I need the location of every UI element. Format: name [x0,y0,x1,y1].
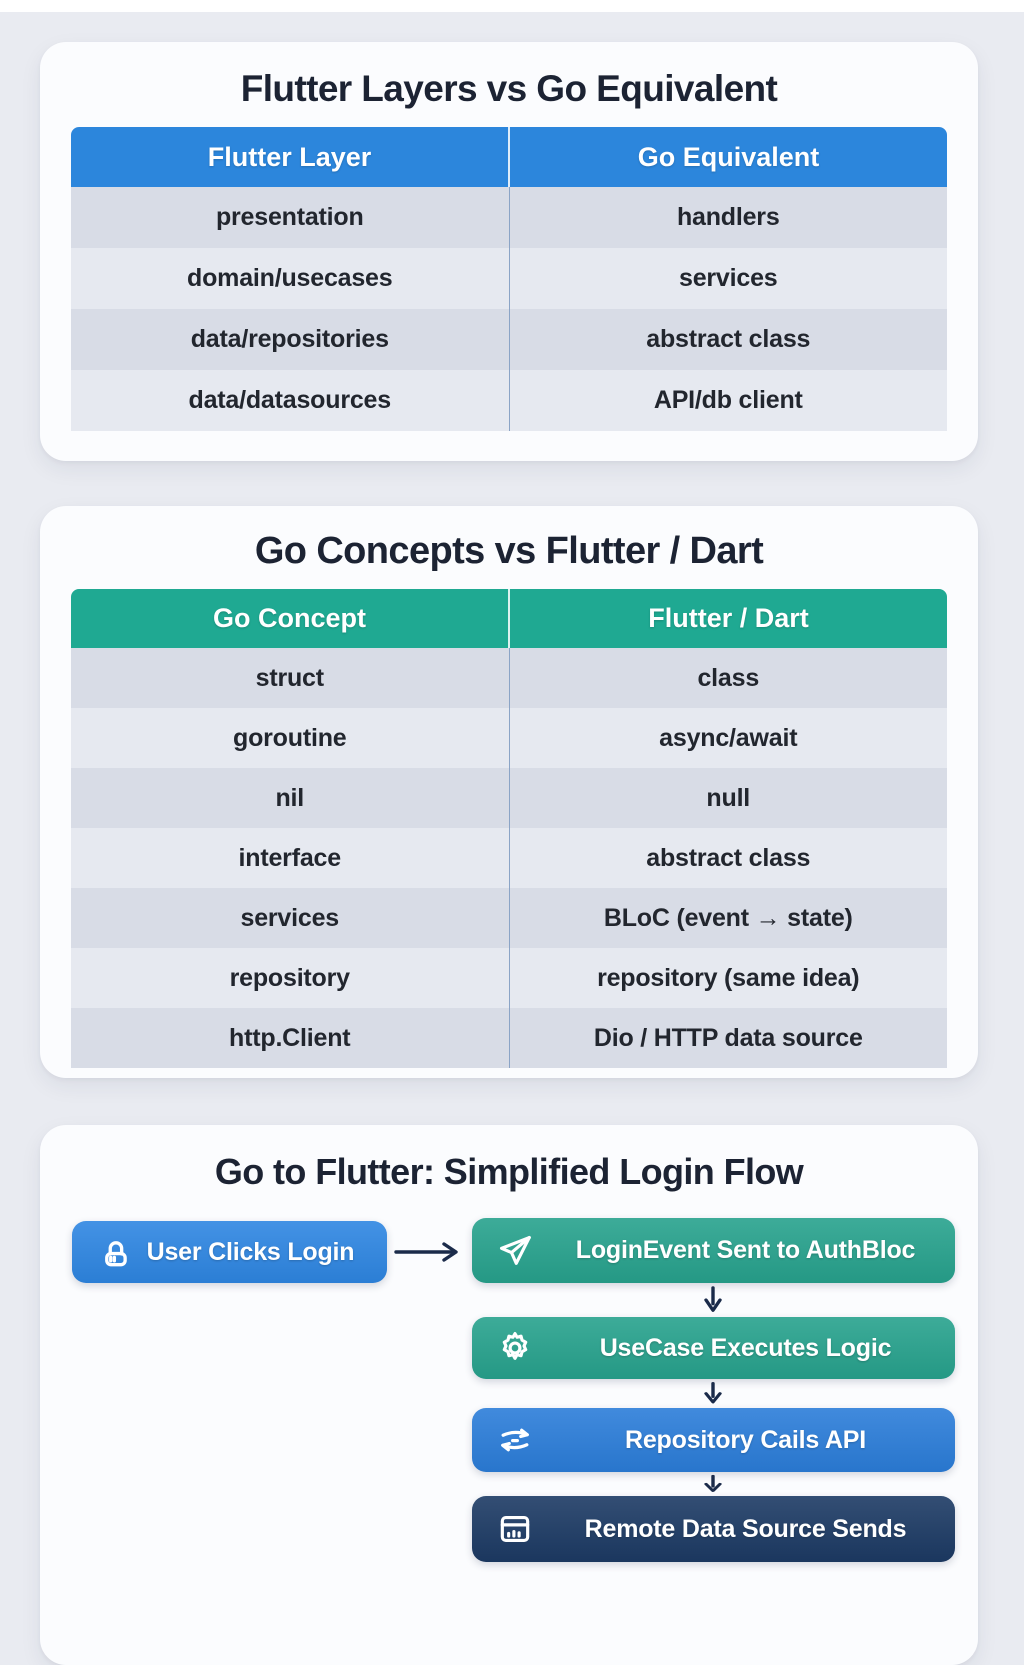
comparison-table: Go Concept Flutter / Dart struct class gorou… [71,589,947,1068]
flow-step-4: Remote Data Source Sends [472,1496,955,1562]
top-white-strip [0,0,1024,12]
card-title: Go to Flutter: Simplified Login Flow [214,1151,804,1192]
flow-arrow-down [704,1474,722,1492]
gear-icon [496,1329,534,1367]
flow-step-label: User Clicks Login [146,1237,355,1266]
table-cell: goroutine [71,708,510,768]
table-header-cell: Flutter / Dart [648,603,809,633]
table-row: data/datasources API/db client [71,370,947,431]
flow-arrow-right [394,1242,458,1262]
table-cell: async/await [659,723,798,752]
table-row: http.Client Dio / HTTP data source [71,1008,947,1068]
table-cell: data/repositories [71,309,510,370]
table-header-row: Flutter Layer Go Equivalent [71,127,947,187]
table-header-cell: Go Equivalent [637,141,820,172]
table-cell: class [697,663,760,692]
table-cell: services [71,888,510,948]
flow-step-label: UseCase Executes Logic [599,1333,892,1362]
table-cell: services [679,264,778,292]
flow-step-1: LoginEvent Sent to AuthBloc [472,1218,955,1283]
user-click-icon [96,1233,134,1271]
flow-step-start: User Clicks Login [72,1221,387,1283]
table-header-cell: Go Concept [71,589,510,648]
flow-arrow-down [704,1286,722,1312]
table-header-row: Go Concept Flutter / Dart [71,589,947,648]
table-card-flutter-layers: Flutter Layers vs Go Equivalent Flutter … [40,42,978,461]
table-cell: data/datasources [71,370,510,431]
table-cell: abstract class [646,843,811,872]
table-row: interface abstract class [71,828,947,888]
table-cell: handlers [676,203,780,231]
card-title: Go Concepts vs Flutter / Dart [254,530,764,572]
table-cell: BLoC (event → state) [603,903,853,932]
flow-card-login-flow: Go to Flutter: Simplified Login Flow Use… [40,1125,978,1665]
table-cell: presentation [71,187,510,248]
table-row: presentation handlers [71,187,947,248]
table-cell: nil [71,768,510,828]
table-cell: Dio / HTTP data source [593,1023,863,1052]
card-title: Flutter Layers vs Go Equivalent [240,68,778,109]
table-row: repository repository (same idea) [71,948,947,1008]
flow-step-2: UseCase Executes Logic [472,1317,955,1379]
table-row: struct class [71,648,947,708]
paper-plane-icon [496,1232,534,1270]
table-header-cell: Flutter Layer [71,127,510,187]
flow-step-label: Remote Data Source Sends [584,1514,907,1543]
browser-window-icon [496,1510,534,1548]
table-cell: struct [71,648,510,708]
comparison-table: Flutter Layer Go Equivalent presentation ha… [71,127,947,431]
table-cell: interface [71,828,510,888]
flow-step-label: Repository Cails API [625,1425,866,1454]
table-cell: API/db client [653,386,803,414]
table-cell: repository (same idea) [597,963,860,992]
table-cell: abstract class [646,325,811,353]
flow-step-label: LoginEvent Sent to AuthBloc [575,1236,916,1264]
login-flow-diagram: User Clicks Login LoginEvent Sent to Auth… [40,1125,978,1665]
table-card-go-concepts: Go Concepts vs Flutter / Dart Go Concept… [40,506,978,1078]
table-row: services BLoC (event → state) [71,888,947,948]
flow-arrow-down [704,1382,722,1404]
flow-step-3: Repository Cails API [472,1408,955,1472]
sync-arrows-icon [496,1421,534,1459]
table-cell: repository [71,948,510,1008]
table-cell: null [706,783,751,812]
table-row: data/repositories abstract class [71,309,947,370]
table-cell: domain/usecases [71,248,510,309]
table-cell: http.Client [71,1008,510,1068]
table-row: domain/usecases services [71,248,947,309]
table-row: nil null [71,768,947,828]
table-row: goroutine async/await [71,708,947,768]
